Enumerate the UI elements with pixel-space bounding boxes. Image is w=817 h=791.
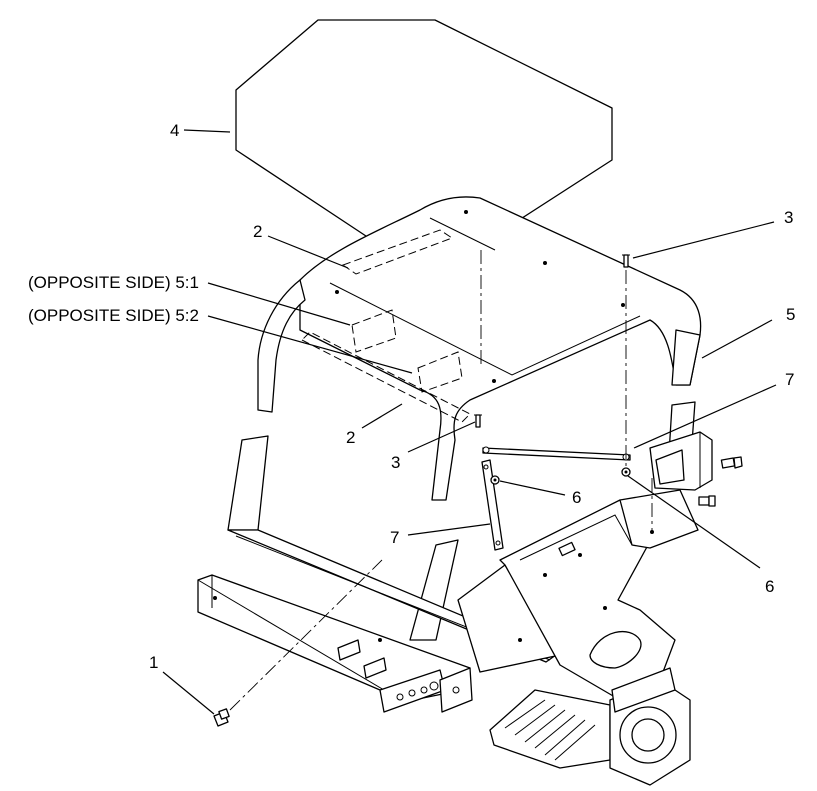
callout-6-rear: 6: [765, 577, 774, 596]
bracket-bolt-upper: [720, 456, 743, 469]
frame-bolt: [213, 708, 230, 727]
callout-6-front: 6: [572, 488, 581, 507]
callout-5: 5: [786, 305, 795, 324]
bracket-bolt-lower: [698, 495, 716, 507]
tractor-chassis: [197, 489, 699, 786]
callout-3-upper: 3: [784, 208, 793, 227]
callout-7-upper: 7: [785, 370, 794, 389]
decal-note-5-1: (OPPOSITE SIDE) 5:1: [28, 273, 199, 292]
callout-2-lower: 2: [346, 428, 355, 447]
bolt-upper: [622, 254, 630, 268]
right-mount-bracket: [649, 431, 713, 491]
decal-note-5-2: (OPPOSITE SIDE) 5:2: [28, 306, 199, 325]
callout-1: 1: [149, 653, 158, 672]
brace-strut-short: [481, 459, 504, 551]
callout-4: 4: [170, 121, 179, 140]
roll-bar-frame: [227, 196, 702, 663]
callout-7-lower: 7: [390, 528, 399, 547]
callout-2-upper: 2: [253, 222, 262, 241]
brace-strut-long: [482, 446, 631, 461]
callout-3-front: 3: [391, 453, 400, 472]
bolt-front: [474, 414, 482, 428]
